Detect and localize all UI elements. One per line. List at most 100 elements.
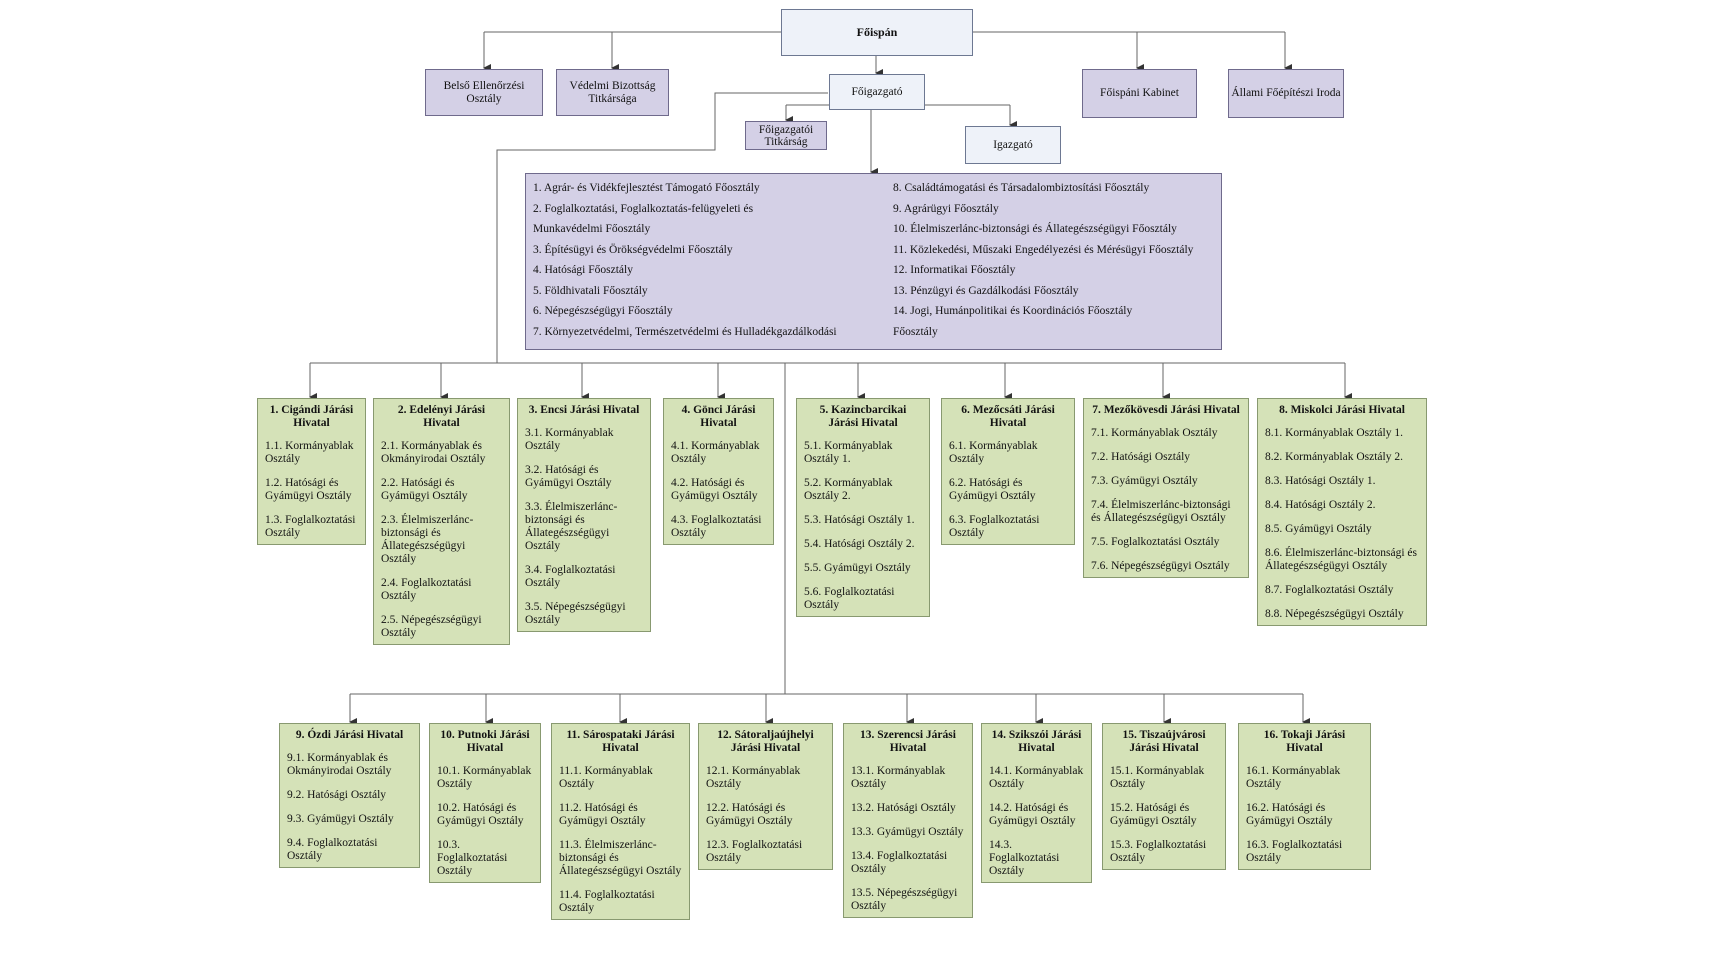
district-office-department: 6.2. Hatósági és Gyámügyi Osztály [949,477,1036,502]
district-office-department: 10.2. Hatósági és Gyámügyi Osztály [437,802,524,827]
district-office-title: 1. Cigándi Járási Hivatal [269,404,354,429]
belso-ellenorzes-label: Belső Ellenőrzési Osztály [443,79,525,105]
district-office-department: 5.5. Gyámügyi Osztály [804,562,911,574]
foispan-label: Főispán [856,25,898,39]
district-office-department: 13.2. Hatósági Osztály [851,802,956,814]
district-office-department: 12.3. Foglalkoztatási Osztály [706,839,803,864]
district-office-department: 3.4. Foglalkoztatási Osztály [525,564,616,589]
district-office-department: 11.4. Foglalkoztatási Osztály [559,889,655,914]
district-office-title: 14. Szikszói Járási Hivatal [991,729,1082,754]
district-office-department: 4.3. Foglalkoztatási Osztály [671,514,762,539]
district-office-department: 12.1. Kormányablak Osztály [706,765,801,790]
district-office-box-2: 2. Edelényi Járási Hivatal 2.1. Kormányab… [373,398,510,645]
district-office-department: 8.7. Foglalkoztatási Osztály [1265,584,1394,596]
district-office-department: 7.3. Gyámügyi Osztály [1091,475,1198,487]
district-office-department: 14.3. Foglalkoztatási Osztály [989,839,1060,877]
district-office-department: 7.6. Népegészségügyi Osztály [1091,560,1230,572]
district-office-box-6: 6. Mezőcsáti Járási Hivatal 6.1. Kormánya… [941,398,1075,545]
district-office-department: 12.2. Hatósági és Gyámügyi Osztály [706,802,793,827]
district-office-department: 8.3. Hatósági Osztály 1. [1265,475,1376,487]
allami-foepitesz-label: Állami Főépítészi Iroda [1231,87,1341,99]
main-department-item: 4. Hatósági Főosztály [533,264,633,276]
district-office-box-12: 12. Sátoraljaújhelyi Járási Hivatal 12.1.… [698,723,833,870]
district-office-department: 6.1. Kormányablak Osztály [949,440,1038,465]
main-department-item: 13. Pénzügyi és Gazdálkodási Főosztály [893,284,1079,297]
district-office-department: 3.5. Népegészségügyi Osztály [525,601,626,626]
district-office-department: 2.5. Népegészségügyi Osztály [381,614,482,639]
district-office-department: 8.6. Élelmiszerlánc-biztonsági és Állate… [1265,547,1418,572]
district-office-department: 3.1. Kormányablak Osztály [525,427,614,452]
district-office-box-10: 10. Putnoki Járási Hivatal 10.1. Kormánya… [429,723,541,883]
main-department-item: 1. Agrár- és Vidékfejlesztést Támogató F… [533,182,760,194]
district-office-title: 13. Szerencsi Járási Hivatal [860,729,956,754]
igazgato-label: Igazgató [993,138,1033,151]
district-office-department: 2.1. Kormányablak és Okmányirodai Osztál… [381,440,486,465]
district-office-box-3: 3. Encsi Járási Hivatal 3.1. Kormányablak… [517,398,651,632]
district-office-title: 16. Tokaji Járási Hivatal [1263,729,1346,754]
district-office-department: 9.4. Foglalkoztatási Osztály [287,837,378,862]
foigazgatoi-titkarsag-label: Főigazgatói Titkárság [758,123,814,148]
district-office-department: 9.3. Gyámügyi Osztály [287,813,394,825]
district-office-department: 15.3. Foglalkoztatási Osztály [1110,839,1207,864]
vedelmi-bizottsag-label: Védelmi Bizottság Titkársága [569,79,656,105]
district-office-box-13: 13. Szerencsi Járási Hivatal 13.1. Kormán… [843,723,973,918]
main-department-item: 8. Családtámogatási és Társadalombiztosí… [893,182,1150,194]
district-office-department: 13.1. Kormányablak Osztály [851,765,946,790]
main-department-item: 6. Népegészségügyi Főosztály [533,305,673,317]
district-office-title: 11. Sárospataki Járási Hivatal [566,729,675,754]
district-office-box-11: 11. Sárospataki Járási Hivatal 11.1. Korm… [551,723,690,920]
main-department-item: 11. Közlekedési, Műszaki Engedélyezési é… [893,243,1194,256]
district-office-department: 8.5. Gyámügyi Osztály [1265,523,1372,535]
district-office-department: 1.3. Foglalkoztatási Osztály [265,514,356,539]
district-office-department: 13.5. Népegészségügyi Osztály [851,887,958,912]
main-department-item: 12. Informatikai Főosztály [893,264,1016,276]
district-office-department: 7.1. Kormányablak Osztály [1091,427,1218,439]
district-office-department: 2.3. Élelmiszerlánc-biztonsági és Állate… [381,514,474,565]
district-office-department: 7.4. Élelmiszerlánc-biztonsági és Állate… [1091,499,1231,524]
foigazgato-label: Főigazgató [851,85,903,98]
district-office-department: 9.1. Kormányablak és Okmányirodai Osztál… [287,752,392,777]
district-office-title: 12. Sátoraljaújhelyi Járási Hivatal [717,729,814,754]
foispani-kabinet-box: Főispáni Kabinet [1082,69,1197,118]
foispani-kabinet-label: Főispáni Kabinet [1100,87,1179,99]
district-office-department: 11.1. Kormányablak Osztály [559,765,653,790]
district-office-box-14: 14. Szikszói Járási Hivatal 14.1. Kormány… [981,723,1092,883]
foigazgato-box: Főigazgató [829,74,925,110]
district-office-department: 14.2. Hatósági és Gyámügyi Osztály [989,802,1076,827]
district-office-department: 14.1. Kormányablak Osztály [989,765,1084,790]
district-office-department: 7.5. Foglalkoztatási Osztály [1091,536,1220,548]
foigazgatoi-titkarsag-box: Főigazgatói Titkárság [745,121,827,150]
main-department-item: 5. Földhivatali Főosztály [533,284,648,297]
district-office-title: 10. Putnoki Járási Hivatal [440,729,530,754]
district-office-department: 10.3. Foglalkoztatási Osztály [437,839,508,877]
district-office-department: 16.2. Hatósági és Gyámügyi Osztály [1246,802,1333,827]
main-department-item: Munkavédelmi Főosztály [533,223,651,235]
district-office-department: 11.2. Hatósági és Gyámügyi Osztály [559,802,646,827]
district-office-department: 4.2. Hatósági és Gyámügyi Osztály [671,477,758,502]
district-office-department: 15.2. Hatósági és Gyámügyi Osztály [1110,802,1197,827]
district-office-department: 13.4. Foglalkoztatási Osztály [851,850,948,875]
main-department-item: 7. Környezetvédelmi, Természetvédelmi és… [533,325,837,338]
district-office-title: 3. Encsi Járási Hivatal [528,404,640,416]
main-department-item: 14. Jogi, Humánpolitikai és Koordinációs… [893,305,1133,317]
district-office-department: 5.1. Kormányablak Osztály 1. [804,440,893,465]
district-office-title: 6. Mezőcsáti Járási Hivatal [961,404,1055,429]
district-office-department: 10.1. Kormányablak Osztály [437,765,532,790]
district-office-department: 1.1. Kormányablak Osztály [265,440,354,465]
district-office-department: 5.3. Hatósági Osztály 1. [804,514,915,526]
district-office-department: 5.2. Kormányablak Osztály 2. [804,477,893,502]
district-office-title: 4. Gönci Járási Hivatal [681,404,756,429]
district-office-department: 5.4. Hatósági Osztály 2. [804,538,915,550]
district-office-title: 2. Edelényi Járási Hivatal [397,404,486,429]
district-office-department: 5.6. Foglalkoztatási Osztály [804,586,895,611]
district-office-department: 13.3. Gyámügyi Osztály [851,826,964,838]
district-office-title: 9. Ózdi Járási Hivatal [295,729,404,741]
main-departments-box: 1. Agrár- és Vidékfejlesztést Támogató F… [525,173,1222,350]
district-office-department: 3.3. Élelmiszerlánc-biztonsági és Állate… [525,501,618,552]
